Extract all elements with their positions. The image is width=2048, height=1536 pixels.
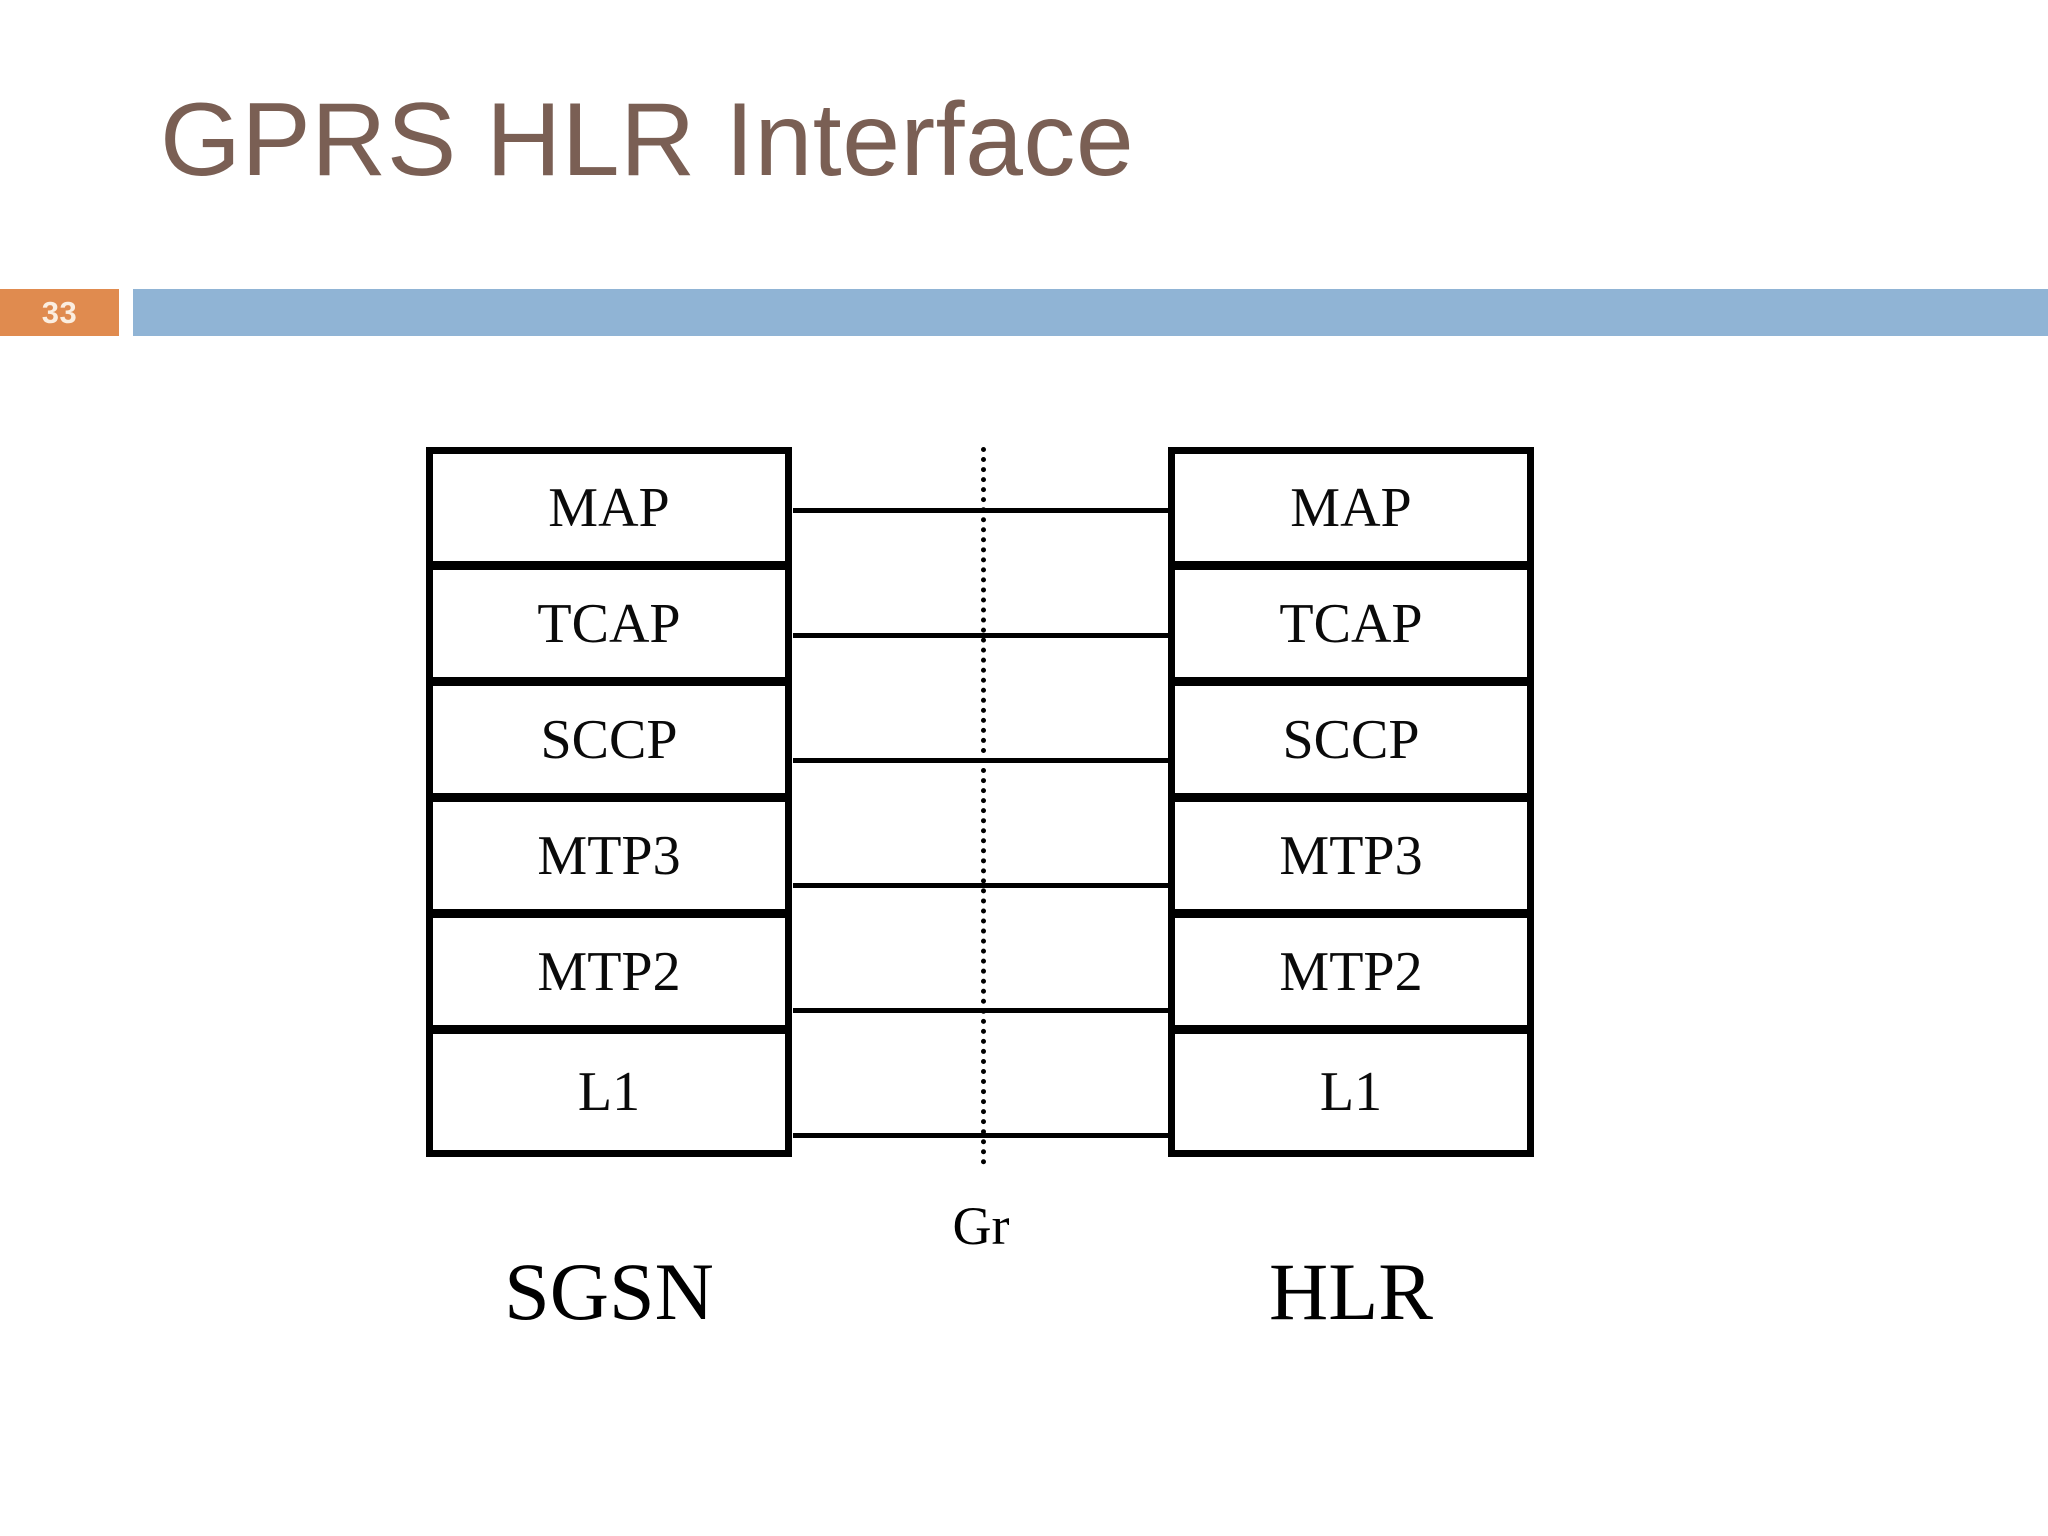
gr-reference-line xyxy=(981,447,986,1165)
hlr-caption: HLR xyxy=(1269,1246,1433,1337)
layer-label: MAP xyxy=(548,476,670,539)
sgsn-layer-sccp: SCCP xyxy=(433,686,785,802)
sgsn-layer-l1: L1 xyxy=(433,1034,785,1150)
sgsn-layer-map: MAP xyxy=(433,454,785,570)
page-number-badge: 33 xyxy=(0,289,119,336)
layer-label: SCCP xyxy=(540,708,678,771)
layer-label: MTP3 xyxy=(537,824,681,887)
page-title: GPRS HLR Interface xyxy=(160,82,1135,198)
layer-label: L1 xyxy=(1319,1061,1383,1123)
layer-label: MTP2 xyxy=(1279,940,1423,1003)
sgsn-stack: MAP TCAP SCCP MTP3 MTP2 L1 xyxy=(426,447,792,1157)
accent-rule-bar xyxy=(133,289,2048,336)
hlr-layer-tcap: TCAP xyxy=(1175,570,1527,686)
layer-label: L1 xyxy=(577,1061,641,1123)
layer-label: MTP3 xyxy=(1279,824,1423,887)
layer-label: SCCP xyxy=(1282,708,1420,771)
hlr-layer-sccp: SCCP xyxy=(1175,686,1527,802)
title-divider-row: 33 xyxy=(0,289,2048,336)
layer-label: MAP xyxy=(1290,476,1412,539)
hlr-layer-mtp2: MTP2 xyxy=(1175,918,1527,1034)
hlr-stack: MAP TCAP SCCP MTP3 MTP2 L1 xyxy=(1168,447,1534,1157)
layer-label: TCAP xyxy=(537,592,681,655)
sgsn-caption: SGSN xyxy=(504,1246,714,1337)
sgsn-layer-mtp2: MTP2 xyxy=(433,918,785,1034)
sgsn-layer-mtp3: MTP3 xyxy=(433,802,785,918)
sgsn-layer-tcap: TCAP xyxy=(433,570,785,686)
hlr-layer-l1: L1 xyxy=(1175,1034,1527,1150)
gr-interface-label: Gr xyxy=(952,1196,1010,1256)
hlr-layer-mtp3: MTP3 xyxy=(1175,802,1527,918)
layer-label: TCAP xyxy=(1279,592,1423,655)
hlr-layer-map: MAP xyxy=(1175,454,1527,570)
layer-label: MTP2 xyxy=(537,940,681,1003)
